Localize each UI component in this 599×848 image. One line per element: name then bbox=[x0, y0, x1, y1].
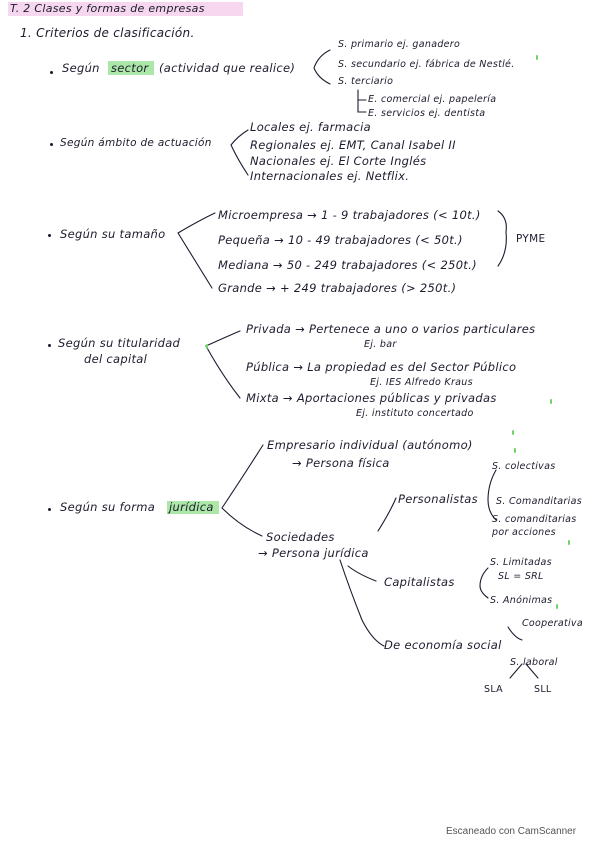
highlight-sector bbox=[108, 61, 154, 75]
forma-comanditarias: S. Comanditarias bbox=[496, 496, 582, 507]
page-title: T. 2 Clases y formas de empresas bbox=[10, 2, 205, 15]
tamano-pyme: PYME bbox=[516, 233, 546, 245]
forma-limitadas: S. Limitadas bbox=[490, 557, 552, 568]
sector-terciario: S. terciario bbox=[338, 76, 394, 87]
ambito-locales: Locales ej. farmacia bbox=[250, 120, 371, 134]
tamano-grande: Grande → + 249 trabajadores (> 250t.) bbox=[218, 281, 457, 295]
titularidad-label-1: Según su titularidad bbox=[58, 336, 181, 350]
forma-persona-fisica: → Persona física bbox=[292, 456, 390, 470]
ambito-regionales: Regionales ej. EMT, Canal Isabel II bbox=[250, 138, 456, 152]
forma-label-hl: jurídica bbox=[169, 500, 214, 514]
bullet bbox=[48, 344, 51, 347]
tamano-pequena: Pequeña → 10 - 49 trabajadores (< 50t.) bbox=[218, 233, 463, 247]
ambito-internacionales: Internacionales ej. Netflix. bbox=[250, 169, 410, 183]
forma-comanditarias-acc-1: S. comanditarias bbox=[492, 514, 577, 525]
titularidad-mixta-ej: Ej. instituto concertado bbox=[356, 408, 474, 419]
forma-economia-social: De economía social bbox=[384, 638, 502, 652]
titularidad-privada-ej: Ej. bar bbox=[364, 339, 397, 350]
tamano-label: Según su tamaño bbox=[60, 227, 166, 241]
forma-sociedades: Sociedades bbox=[266, 530, 335, 544]
sector-comercial: E. comercial ej. papelería bbox=[368, 94, 497, 105]
forma-capitalistas: Capitalistas bbox=[384, 575, 455, 589]
ambito-nacionales: Nacionales ej. El Corte Inglés bbox=[250, 154, 427, 168]
titularidad-mixta: Mixta → Aportaciones públicas y privadas bbox=[246, 391, 497, 405]
bullet bbox=[48, 508, 51, 511]
forma-colectivas: S. colectivas bbox=[492, 461, 556, 472]
forma-label-pre: Según su forma bbox=[60, 500, 156, 514]
sector-secundario: S. secundario ej. fábrica de Nestlé. bbox=[338, 59, 515, 70]
green-tick bbox=[512, 430, 514, 435]
tamano-micro: Microempresa → 1 - 9 trabajadores (< 10t… bbox=[218, 208, 481, 222]
forma-personalistas: Personalistas bbox=[398, 492, 478, 506]
forma-sla: SLA bbox=[484, 684, 503, 695]
forma-cooperativa: Cooperativa bbox=[522, 618, 583, 629]
forma-anonimas: S. Anónimas bbox=[490, 595, 553, 606]
green-tick bbox=[556, 604, 558, 609]
sector-primario: S. primario ej. ganadero bbox=[338, 39, 461, 50]
titularidad-label-2: del capital bbox=[84, 352, 148, 366]
ambito-label: Según ámbito de actuación bbox=[60, 137, 212, 149]
bullet bbox=[50, 71, 53, 74]
titularidad-publica-ej: Ej. IES Alfredo Kraus bbox=[370, 377, 473, 388]
green-tick bbox=[550, 399, 552, 404]
titularidad-privada: Privada → Pertenece a uno o varios parti… bbox=[246, 322, 536, 336]
forma-empresario: Empresario individual (autónomo) bbox=[267, 438, 473, 452]
forma-comanditarias-acc-2: por acciones bbox=[492, 527, 556, 538]
forma-sl-srl: SL = SRL bbox=[498, 571, 544, 582]
sector-label-post: (actividad que realice) bbox=[159, 61, 296, 75]
bullet bbox=[48, 234, 51, 237]
title-highlight bbox=[8, 2, 243, 16]
forma-sll: SLL bbox=[534, 684, 552, 695]
highlight-juridica bbox=[167, 501, 219, 514]
sector-label-pre: Según bbox=[62, 61, 100, 75]
green-tick bbox=[568, 540, 570, 545]
sector-servicios: E. servicios ej. dentista bbox=[368, 108, 486, 119]
section-heading: 1. Criterios de clasificación. bbox=[20, 26, 195, 40]
green-tick bbox=[536, 55, 538, 60]
sector-label-hl: sector bbox=[111, 61, 149, 75]
titularidad-publica: Pública → La propiedad es del Sector Púb… bbox=[246, 360, 517, 374]
tamano-mediana: Mediana → 50 - 249 trabajadores (< 250t.… bbox=[218, 258, 477, 272]
scanner-watermark: Escaneado con CamScanner bbox=[446, 826, 577, 837]
bullet bbox=[50, 143, 53, 146]
forma-persona-juridica: → Persona jurídica bbox=[258, 546, 369, 560]
green-tick bbox=[514, 448, 516, 453]
forma-laboral: S. laboral bbox=[510, 657, 558, 668]
green-tick bbox=[206, 344, 208, 349]
